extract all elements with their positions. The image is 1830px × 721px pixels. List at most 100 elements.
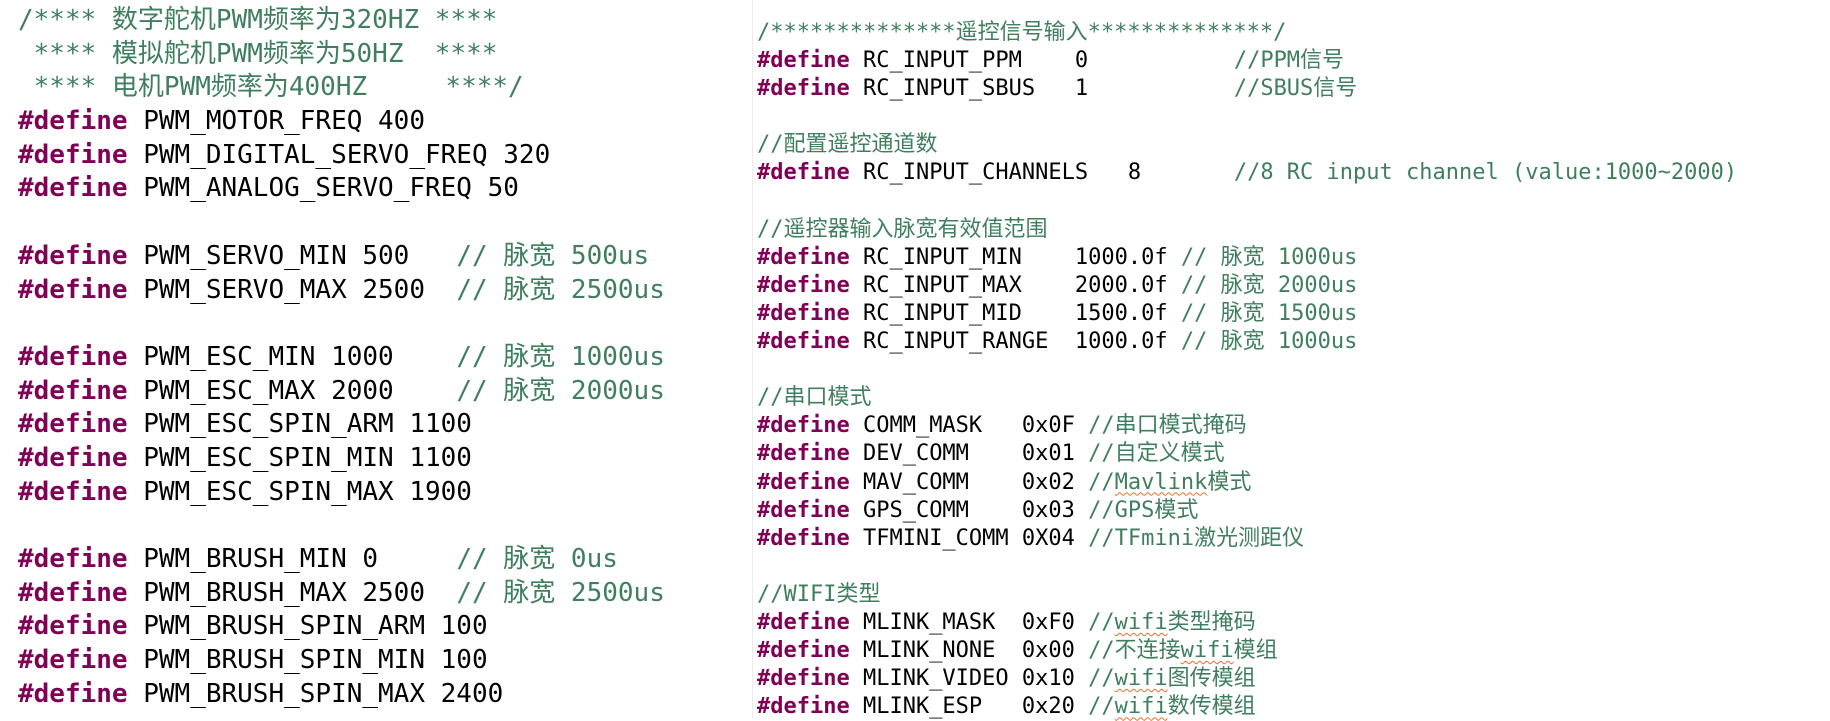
define-line: #define PWM_MOTOR_FREQ 400 — [18, 105, 665, 139]
comment-line: //串口模式 — [757, 384, 1737, 412]
comment-text: //遥控器输入脉宽有效值范围 — [757, 216, 1048, 242]
define-line: #define PWM_SERVO_MIN 500 // 脉宽 500us — [18, 240, 665, 274]
comment-text: //TFmini激光测距仪 — [1088, 525, 1305, 551]
comment-text: **** 电机PWM频率为400HZ ****/ — [18, 72, 524, 103]
define-keyword: #define — [757, 694, 850, 720]
define-keyword: #define — [18, 106, 128, 137]
define-line: #define PWM_BRUSH_MIN 0 // 脉宽 0us — [18, 543, 665, 577]
define-keyword: #define — [757, 48, 850, 74]
macro-definition: MLINK_VIDEO 0x10 — [849, 666, 1089, 692]
define-keyword: #define — [757, 160, 850, 186]
define-line: #define RC_INPUT_MIN 1000.0f // 脉宽 1000u… — [757, 244, 1737, 272]
define-keyword: #define — [757, 244, 850, 270]
define-keyword: #define — [18, 274, 128, 305]
macro-definition: TFMINI_COMM 0X04 — [849, 525, 1089, 551]
comment-text: // 脉宽 0us — [456, 544, 618, 574]
define-keyword: #define — [18, 544, 128, 574]
macro-definition: RC_INPUT_MID 1500.0f — [849, 300, 1181, 326]
macro-definition: PWM_ESC_SPIN_ARM 1100 — [127, 409, 472, 440]
comment-text: 模组 — [1233, 638, 1278, 664]
define-line: #define PWM_BRUSH_SPIN_ARM 100 — [18, 610, 665, 644]
comment-text: // — [1088, 666, 1115, 692]
define-line: #define DEV_COMM 0x01 //自定义模式 — [757, 440, 1737, 468]
comment-text: // 脉宽 2500us — [456, 577, 665, 608]
macro-definition: PWM_SERVO_MAX 2500 — [127, 274, 457, 305]
define-line: #define PWM_BRUSH_SPIN_MAX 2400 — [18, 678, 665, 712]
comment-text: /**************遥控信号输入**************/ — [757, 20, 1287, 45]
macro-definition: PWM_DIGITAL_SERVO_FREQ 320 — [127, 139, 551, 170]
blank-line — [18, 307, 665, 341]
macro-definition: PWM_ESC_SPIN_MAX 1900 — [127, 476, 472, 507]
macro-definition: PWM_BRUSH_MIN 0 — [127, 544, 457, 574]
define-keyword: #define — [757, 525, 850, 551]
macro-definition: PWM_ESC_MAX 2000 — [127, 375, 457, 406]
define-keyword: #define — [18, 139, 128, 170]
comment-text: // 脉宽 1000us — [1180, 329, 1358, 355]
comment-line: /**************遥控信号输入**************/ — [757, 19, 1737, 47]
macro-definition: RC_INPUT_PPM 0 — [849, 48, 1234, 74]
comment-text: // 脉宽 2500us — [456, 274, 665, 305]
comment-text: //配置遥控通道数 — [757, 132, 938, 158]
macro-definition: PWM_BRUSH_SPIN_MAX 2400 — [127, 678, 504, 709]
define-keyword: #define — [757, 497, 850, 523]
comment-line: /**** 数字舵机PWM频率为320HZ **** — [18, 4, 665, 38]
define-keyword: #define — [757, 666, 850, 692]
comment-text: //串口模式掩码 — [1088, 413, 1247, 439]
macro-definition: PWM_BRUSH_MAX 2500 — [127, 577, 457, 608]
define-line: #define RC_INPUT_MAX 2000.0f // 脉宽 2000u… — [757, 272, 1737, 300]
spellcheck-word: wifi — [1114, 609, 1168, 635]
define-line: #define RC_INPUT_RANGE 1000.0f // 脉宽 100… — [757, 328, 1737, 356]
define-keyword: #define — [18, 577, 128, 608]
blank-line — [757, 356, 1737, 384]
define-keyword: #define — [18, 173, 128, 204]
define-line: #define PWM_DIGITAL_SERVO_FREQ 320 — [18, 139, 665, 173]
comment-text: // 脉宽 1000us — [1180, 244, 1358, 270]
comment-text: 模式 — [1207, 469, 1252, 495]
blank-line — [18, 206, 665, 240]
spellcheck-word: wifi — [1114, 666, 1168, 692]
macro-definition: RC_INPUT_CHANNELS 8 — [849, 160, 1234, 186]
comment-text: // 脉宽 2000us — [1180, 272, 1358, 298]
comment-line: //遥控器输入脉宽有效值范围 — [757, 216, 1737, 244]
define-keyword: #define — [757, 272, 850, 298]
macro-definition: RC_INPUT_SBUS 1 — [849, 76, 1234, 102]
define-line: #define TFMINI_COMM 0X04 //TFmini激光测距仪 — [757, 525, 1737, 553]
define-line: #define PWM_BRUSH_MAX 2500 // 脉宽 2500us — [18, 577, 665, 611]
comment-text: // — [1088, 469, 1115, 495]
define-line: #define MLINK_MASK 0xF0 //wifi类型掩码 — [757, 609, 1737, 637]
define-keyword: #define — [18, 476, 128, 507]
define-keyword: #define — [18, 611, 128, 642]
macro-definition: PWM_ESC_SPIN_MIN 1100 — [127, 442, 472, 473]
macro-definition: PWM_ANALOG_SERVO_FREQ 50 — [127, 173, 519, 204]
define-line: #define PWM_SERVO_MAX 2500 // 脉宽 2500us — [18, 274, 665, 308]
comment-text: // 脉宽 2000us — [456, 375, 665, 406]
comment-text: //GPS模式 — [1088, 497, 1199, 523]
macro-definition: PWM_SERVO_MIN 500 — [127, 240, 457, 271]
comment-text: //不连接 — [1088, 638, 1181, 664]
define-keyword: #define — [18, 341, 128, 372]
define-line: #define PWM_ESC_SPIN_MAX 1900 — [18, 476, 665, 510]
macro-definition: PWM_BRUSH_SPIN_MIN 100 — [127, 645, 488, 676]
define-line: #define RC_INPUT_PPM 0 //PPM信号 — [757, 47, 1737, 75]
macro-definition: RC_INPUT_MAX 2000.0f — [849, 272, 1181, 298]
macro-definition: PWM_ESC_MIN 1000 — [127, 341, 457, 372]
define-line: #define RC_INPUT_SBUS 1 //SBUS信号 — [757, 75, 1737, 103]
define-keyword: #define — [18, 645, 128, 676]
define-line: #define PWM_BRUSH_SPIN_MIN 100 — [18, 644, 665, 678]
define-line: #define RC_INPUT_CHANNELS 8 //8 RC input… — [757, 159, 1737, 187]
define-keyword: #define — [757, 638, 850, 664]
comment-text: // — [1088, 694, 1115, 720]
define-keyword: #define — [757, 300, 850, 326]
spellcheck-word: wifi — [1180, 638, 1234, 664]
macro-definition: MLINK_MASK 0xF0 — [849, 609, 1089, 635]
define-line: #define MLINK_NONE 0x00 //不连接wifi模组 — [757, 637, 1737, 665]
blank-line — [757, 553, 1737, 581]
macro-definition: RC_INPUT_MIN 1000.0f — [849, 244, 1181, 270]
comment-text: //SBUS信号 — [1233, 76, 1358, 102]
define-keyword: #define — [757, 609, 850, 635]
macro-definition: PWM_BRUSH_SPIN_ARM 100 — [127, 611, 488, 642]
define-line: #define PWM_ANALOG_SERVO_FREQ 50 — [18, 172, 665, 206]
macro-definition: RC_INPUT_RANGE 1000.0f — [849, 329, 1181, 355]
comment-text: //PPM信号 — [1233, 48, 1345, 74]
blank-line — [757, 188, 1737, 216]
